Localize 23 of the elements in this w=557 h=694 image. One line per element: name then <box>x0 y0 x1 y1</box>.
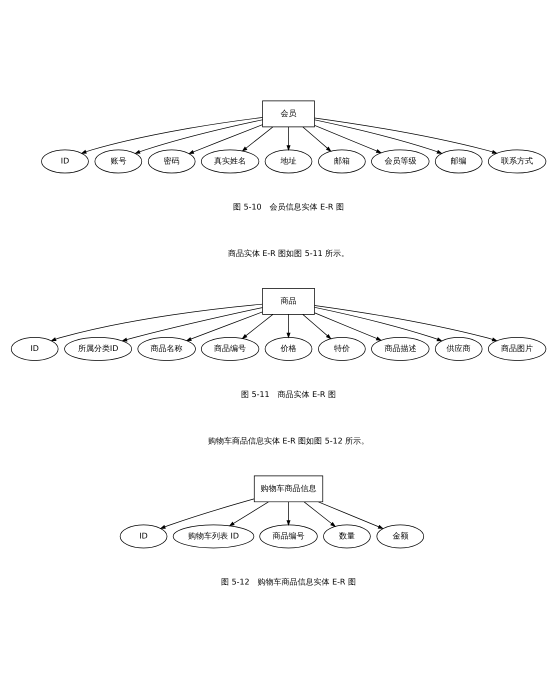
arrow <box>121 306 263 342</box>
arrow <box>286 501 291 526</box>
arrow <box>286 314 291 338</box>
arrow <box>50 303 263 341</box>
arrow <box>318 501 384 528</box>
arrow <box>314 124 382 153</box>
arrow <box>134 118 263 154</box>
arrow <box>286 126 291 150</box>
arrow <box>186 311 263 340</box>
arrow <box>314 304 498 341</box>
arrow <box>302 314 332 339</box>
arrow <box>242 314 274 339</box>
arrow <box>302 126 332 152</box>
arrow <box>188 124 263 154</box>
arrow <box>314 312 382 340</box>
arrow <box>160 498 254 528</box>
arrow <box>314 118 443 154</box>
arrow <box>80 116 263 154</box>
arrow <box>242 126 274 152</box>
arrow <box>314 306 443 341</box>
arrow <box>228 501 269 526</box>
arrow <box>304 501 336 527</box>
arrow <box>314 117 498 154</box>
